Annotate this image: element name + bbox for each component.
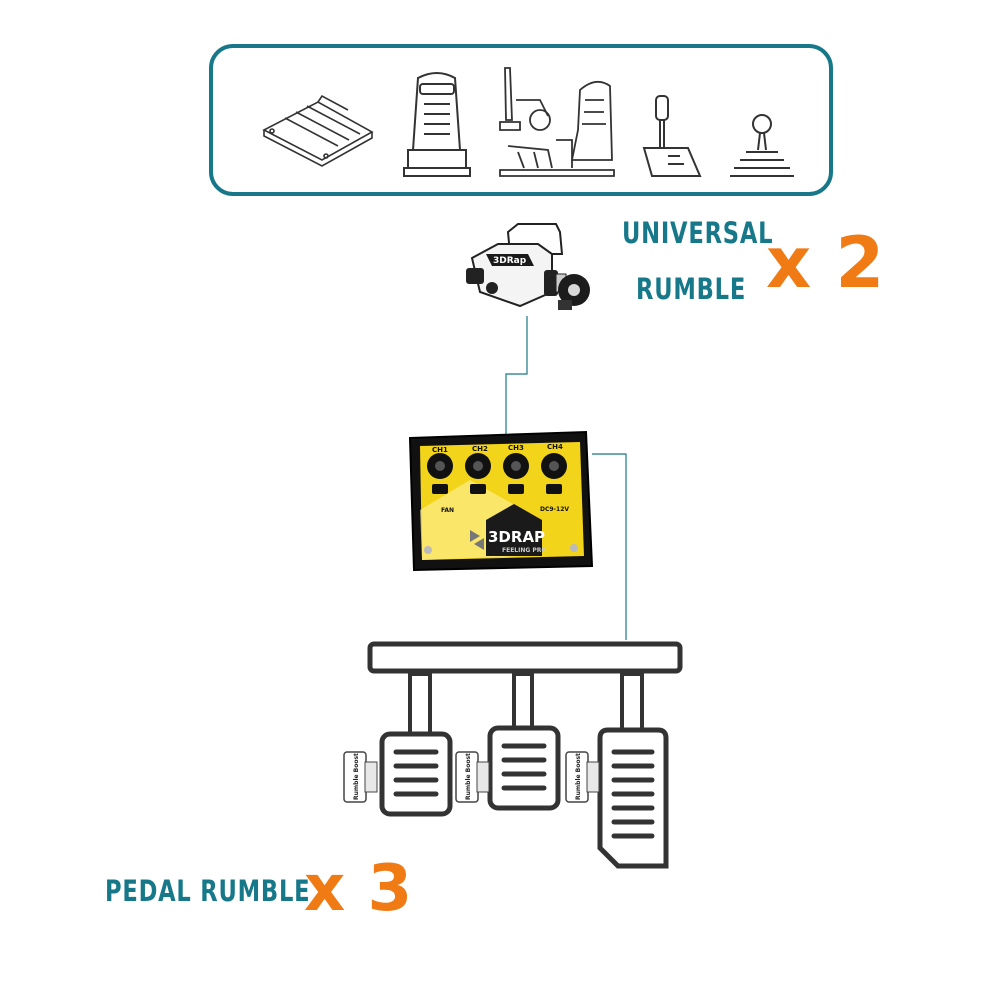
channel-label-4: CH4 — [547, 443, 563, 451]
3drap-logo — [470, 530, 484, 550]
rumble-motor-left: Rumble Boost — [343, 751, 378, 803]
controller-board: CH1 CH2 CH3 CH4 FAN DC9-12V 3DRAP FEELIN… — [408, 430, 594, 572]
connection-line-pedals — [592, 453, 627, 640]
channel-knobs — [427, 453, 567, 479]
sequential-shifter-icon — [642, 95, 702, 177]
universal-rumble-count: x 2 — [766, 222, 885, 304]
rumble-motor-label-middle: Rumble Boost — [465, 753, 472, 800]
controller-brand: 3DRAP — [488, 528, 545, 546]
pedal-set: Rumble Boost Rumble Boost Rumble Boost — [343, 641, 683, 869]
rumble-motor-middle: Rumble Boost — [455, 751, 490, 803]
pedal-left-icon — [379, 731, 453, 817]
universal-rumble-label-line2: RUMBLE — [636, 272, 747, 306]
pedal-middle-icon — [487, 725, 561, 811]
rumble-motor-label-right: Rumble Boost — [575, 753, 582, 800]
racing-seat-icon — [403, 72, 471, 177]
universal-rumble-brand: 3DRap — [493, 256, 527, 266]
sim-rig-cockpit-icon — [499, 67, 615, 177]
channel-label-1: CH1 — [432, 446, 448, 454]
pedal-rumble-count: x 3 — [304, 852, 413, 926]
channel-label-3: CH3 — [508, 444, 524, 452]
universal-rumble-motor-icon: 3DRap — [466, 223, 590, 310]
pedal-right-icon — [597, 727, 669, 869]
universal-rumble-label-line1: UNIVERSAL — [622, 216, 774, 250]
mounting-options-panel — [209, 44, 833, 196]
channel-label-2: CH2 — [472, 445, 488, 453]
rumble-motor-label-left: Rumble Boost — [353, 753, 360, 800]
connection-line-universal — [505, 316, 528, 436]
controller-model: FEELING PRO — [502, 547, 547, 554]
rumble-motor-right: Rumble Boost — [565, 751, 600, 803]
mounting-plate-icon — [262, 94, 374, 167]
power-label: DC9-12V — [540, 506, 569, 513]
fan-label: FAN — [441, 507, 454, 514]
h-pattern-shifter-icon — [730, 114, 794, 177]
pedal-rumble-label: PEDAL RUMBLE — [105, 874, 311, 908]
